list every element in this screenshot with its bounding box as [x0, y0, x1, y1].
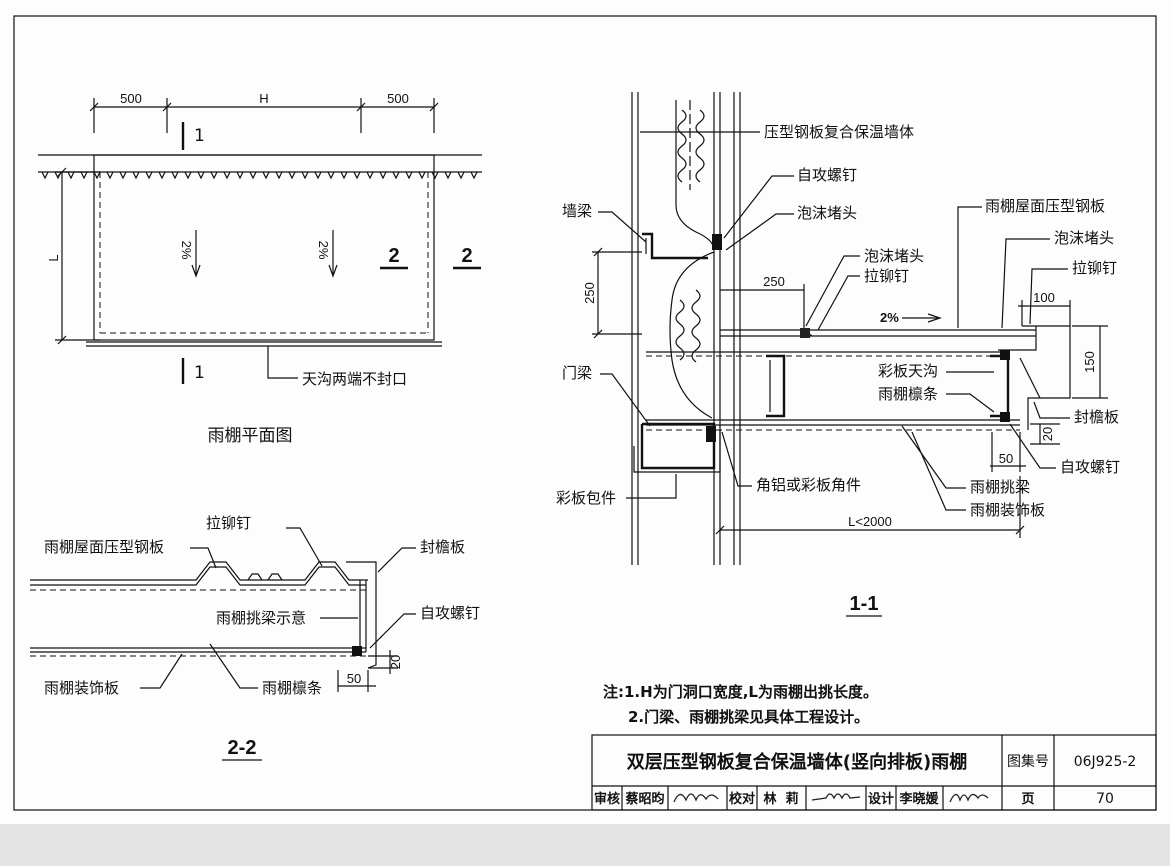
s11-title: 1-1: [850, 593, 879, 615]
section-1-1: 250 250 100 150 20 50 L<2000 2% 压型钢板复合保温…: [556, 92, 1120, 617]
plan-dim-right: 500: [387, 91, 409, 106]
tb-reviewer-signature: [673, 793, 719, 803]
s22-screw-label: 自攻螺钉: [420, 604, 480, 622]
s11-deco-panel-label: 雨棚装饰板: [970, 501, 1045, 519]
s22-roof-panel-label: 雨棚屋面压型钢板: [44, 538, 164, 556]
sheet-border: [13, 15, 1157, 811]
s11-dim-250-v: 250: [582, 282, 597, 304]
s11-slope: 2%: [880, 310, 899, 325]
s11-wall-beam-label: 墙梁: [562, 202, 592, 220]
tb-designer: 李晓媛: [898, 791, 939, 807]
plan-slope-a: 2%: [179, 241, 194, 260]
s11-wall-panel-label: 压型钢板复合保温墙体: [764, 123, 914, 141]
plan-cut-2-left: 2: [388, 245, 399, 267]
s22-title: 2-2: [228, 737, 257, 759]
s11-dim-20: 20: [1040, 427, 1055, 441]
title-block: 双层压型钢板复合保温墙体(竖向排板)雨棚 图集号 06J925-2 审核 蔡昭昀…: [591, 734, 1157, 811]
section-2-2: 20 50 拉铆钉 雨棚屋面压型钢板 封檐板 雨棚挑梁示意 自攻螺钉 雨棚装饰板…: [30, 514, 480, 761]
s11-dim-100: 100: [1033, 290, 1055, 305]
s11-rivet-b-label: 拉铆钉: [1072, 259, 1117, 277]
s11-dim-50: 50: [999, 451, 1013, 466]
s11-door-beam-label: 门梁: [562, 364, 592, 382]
s11-rivet-a-label: 拉铆钉: [864, 267, 909, 285]
plan-title: 雨棚平面图: [208, 426, 293, 446]
plan-dim-mid: H: [259, 91, 268, 106]
s22-dim-20: 20: [388, 655, 403, 669]
tb-design-label: 设计: [868, 791, 894, 807]
s11-dim-250-h: 250: [763, 274, 785, 289]
s11-fascia-label: 封檐板: [1074, 408, 1119, 426]
s11-cover-label: 彩板包件: [556, 489, 616, 507]
s11-purlin-label: 雨棚檩条: [878, 385, 938, 403]
plan-slope-b: 2%: [316, 241, 331, 260]
plan-cut-2-right: 2: [461, 245, 472, 267]
s11-foam-plug-a-label: 泡沫堵头: [797, 204, 857, 222]
tb-reviewer: 蔡昭昀: [624, 791, 664, 807]
s11-canopy-roof-label: 雨棚屋面压型钢板: [985, 197, 1105, 215]
plan-note-gutter: 天沟两端不封口: [302, 370, 407, 388]
tb-page-label: 页: [1021, 792, 1034, 807]
plan-cut-1-bottom: 1: [194, 363, 205, 383]
plan-dim-depth: L: [46, 254, 61, 261]
note-line-2: 2.门梁、雨棚挑梁见具体工程设计。: [628, 708, 869, 726]
s22-fascia-label: 封檐板: [420, 538, 465, 556]
tb-review-label: 审核: [594, 791, 620, 807]
s11-screw-bottom-label: 自攻螺钉: [1060, 458, 1120, 476]
note-line-1: 注:1.H为门洞口宽度,L为雨棚出挑长度。: [603, 683, 878, 701]
s22-beam-hint-label: 雨棚挑梁示意: [216, 609, 306, 627]
tb-atlas-label: 图集号: [1007, 753, 1049, 770]
s11-angle-trim-label: 角铝或彩板角件: [756, 476, 861, 494]
tb-check-label: 校对: [729, 791, 755, 807]
s22-dim-50: 50: [347, 671, 361, 686]
tb-checker: 林 莉: [763, 791, 798, 807]
plan-dim-left: 500: [120, 91, 142, 106]
s11-cantilever-label: 雨棚挑梁: [970, 478, 1030, 496]
s11-gutter-label: 彩板天沟: [878, 362, 938, 380]
tb-page-no: 70: [1096, 791, 1114, 807]
tb-title: 双层压型钢板复合保温墙体(竖向排板)雨棚: [627, 751, 967, 773]
s11-dim-150: 150: [1082, 351, 1097, 373]
plan-view: 500 H 500 L 2% 2% 1 1 2 2: [38, 91, 482, 446]
s11-screw-top-label: 自攻螺钉: [797, 166, 857, 184]
s22-rivet-label: 拉铆钉: [206, 514, 251, 532]
s11-foam-plug-c-label: 泡沫堵头: [864, 247, 924, 265]
s11-dim-L: L<2000: [848, 514, 892, 529]
s22-purlin-label: 雨棚檩条: [262, 679, 322, 697]
tb-atlas-no: 06J925-2: [1074, 754, 1137, 770]
tb-checker-signature: [811, 793, 861, 801]
s22-deco-panel-label: 雨棚装饰板: [44, 679, 119, 697]
drawing-canvas: 500 H 500 L 2% 2% 1 1 2 2: [13, 15, 1157, 811]
drawing-sheet: 500 H 500 L 2% 2% 1 1 2 2: [0, 0, 1170, 824]
s11-foam-plug-b-label: 泡沫堵头: [1054, 229, 1114, 247]
plan-cut-1-top: 1: [194, 126, 205, 146]
tb-designer-signature: [949, 793, 989, 803]
